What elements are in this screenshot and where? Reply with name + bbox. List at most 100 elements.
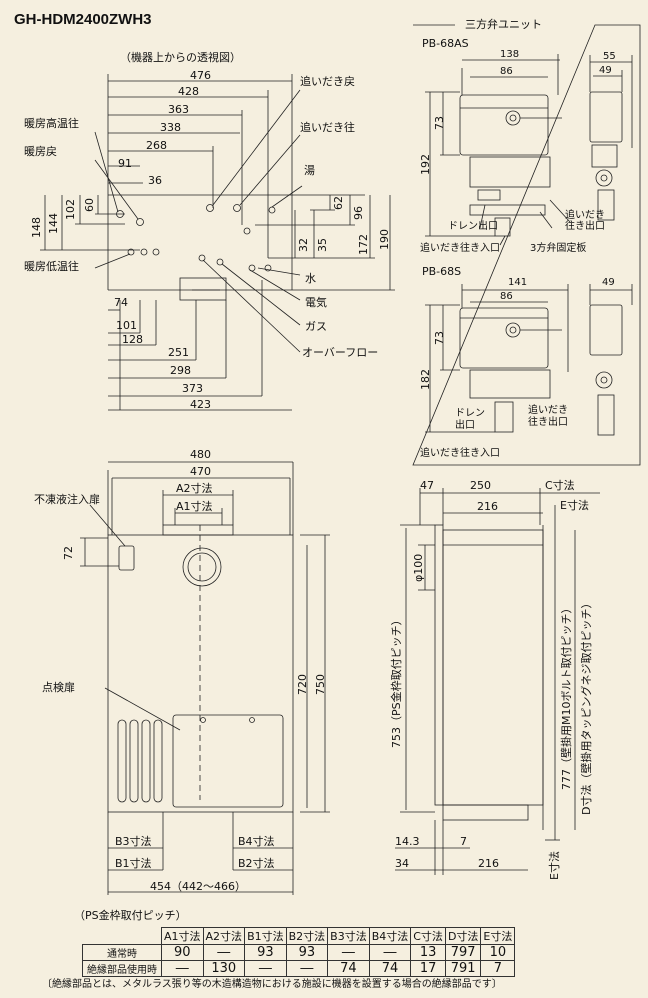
b2-label: B2寸法 <box>238 857 275 870</box>
dim-298: 298 <box>170 364 191 377</box>
table-cell: ― <box>368 944 412 961</box>
label-danbo-kouon: 暖房高温往 <box>24 117 79 130</box>
b4-label: B4寸法 <box>238 835 275 848</box>
dim-423: 423 <box>190 398 211 411</box>
dim-750: 750 <box>314 674 327 695</box>
dim-251: 251 <box>168 346 189 359</box>
label-mizu: 水 <box>305 272 316 285</box>
model-title: GH-HDM2400ZWH3 <box>14 11 152 28</box>
table-row: 通常時 90 ― 93 93 ― ― 13 797 10 <box>82 944 516 961</box>
pb68as-dim-86: 86 <box>500 66 513 77</box>
table-cell: 90 <box>161 944 204 961</box>
c-label: C寸法 <box>545 479 575 492</box>
dim-101: 101 <box>116 319 137 332</box>
dim-190: 190 <box>378 229 391 250</box>
pb68s-dim-86: 86 <box>500 291 513 302</box>
dim-428: 428 <box>178 85 199 98</box>
table-cell: 797 <box>444 944 482 961</box>
dim-470: 470 <box>190 465 211 478</box>
table-cell: ― <box>161 960 204 977</box>
pb68as-name: PB-68AS <box>422 37 469 50</box>
dim-338: 338 <box>160 121 181 134</box>
pb68as-dim-55: 55 <box>603 51 616 62</box>
table-cell: ― <box>202 944 246 961</box>
b1-label: B1寸法 <box>115 857 152 870</box>
pb68as-dim-192: 192 <box>419 154 432 175</box>
table-header-cell: A2寸法 <box>202 927 246 945</box>
a1-label: A1寸法 <box>176 500 213 513</box>
dim-96: 96 <box>352 206 365 220</box>
dim-250: 250 <box>470 479 491 492</box>
pb68s-name: PB-68S <box>422 265 462 278</box>
pb68s-dim-73: 73 <box>433 331 446 345</box>
dim-480: 480 <box>190 448 211 461</box>
table-header-cell: D寸法 <box>444 927 482 945</box>
d-num-label: 777（壁掛用M10ボルト取付ピッチ） <box>560 602 573 790</box>
dim-32: 32 <box>297 238 310 252</box>
table-cell: 93 <box>244 944 287 961</box>
table-caption: （PS金枠取付ピッチ） <box>74 909 187 922</box>
table-cell: 74 <box>368 960 412 977</box>
label-overflow: オーバーフロー <box>302 346 379 359</box>
pb68as-dim-49: 49 <box>599 65 612 76</box>
pb68s-oidaki-out: 追いだき往き出口 <box>528 405 568 428</box>
label-danbo-teion: 暖房低温往 <box>24 260 79 273</box>
dim-454: 454（442～466） <box>150 880 246 893</box>
table-cell: 7 <box>480 960 516 977</box>
dim-91: 91 <box>118 157 132 170</box>
dim-47: 47 <box>420 479 434 492</box>
row-label: 絶縁部品使用時 <box>82 960 162 977</box>
table-cell: 10 <box>480 944 516 961</box>
table-cell: 17 <box>410 960 446 977</box>
table-header-cell: E寸法 <box>480 927 516 945</box>
pb68as-oidaki-in: 追いだき往き入口 <box>420 243 500 254</box>
a2-label: A2寸法 <box>176 482 213 495</box>
table-cell: ― <box>244 960 287 977</box>
tenken-label: 点検扉 <box>42 681 75 694</box>
table-cell: 791 <box>444 960 482 977</box>
dim-35: 35 <box>316 238 329 252</box>
pb68s-drain: ドレン出口 <box>455 408 485 431</box>
table-header-cell: B3寸法 <box>327 927 370 945</box>
table-header-cell: B2寸法 <box>285 927 329 945</box>
pb68as-fix-plate: 3方弁固定板 <box>530 243 587 254</box>
label-yu: 湯 <box>304 164 315 177</box>
label-oidaki-modori: 追いだき戻 <box>300 75 355 88</box>
table-header-cell: B4寸法 <box>368 927 412 945</box>
dim-268: 268 <box>146 139 167 152</box>
d-label: D寸法（壁掛用タッピングネジ取付ピッチ） <box>580 597 593 815</box>
dim-7: 7 <box>460 835 467 848</box>
futou-label: 不凍液注入扉 <box>34 493 100 506</box>
pb68s-dim-182: 182 <box>419 369 432 390</box>
dim-216-bottom: 216 <box>478 857 499 870</box>
dim-128: 128 <box>122 333 143 346</box>
pb68as-dim-73: 73 <box>433 116 446 130</box>
label-oidaki-ou: 追いだき往 <box>300 121 355 134</box>
dim-phi100: φ100 <box>412 553 425 582</box>
row-label: 通常時 <box>82 944 162 961</box>
dim-720: 720 <box>296 674 309 695</box>
label-gas: ガス <box>305 320 327 333</box>
table-header-row: A1寸法 A2寸法 B1寸法 B2寸法 B3寸法 B4寸法 C寸法 D寸法 E寸… <box>83 927 516 945</box>
dim-34: 34 <box>395 857 409 870</box>
table-cell: 74 <box>327 960 370 977</box>
table-header-cell: C寸法 <box>410 927 446 945</box>
pb68s-dim-49: 49 <box>602 277 615 288</box>
dim-216-top: 216 <box>477 500 498 513</box>
dim-148: 148 <box>30 217 43 238</box>
table-cell: 13 <box>410 944 446 961</box>
ps-pitch-label: 753（PS金枠取付ピッチ） <box>390 614 403 748</box>
view-caption: （機器上からの透視図） <box>120 51 241 64</box>
pb68s-oidaki-in: 追いだき往き入口 <box>420 448 500 459</box>
dim-72: 72 <box>62 546 75 560</box>
dimension-table: A1寸法 A2寸法 B1寸法 B2寸法 B3寸法 B4寸法 C寸法 D寸法 E寸… <box>82 927 516 977</box>
dim-14-3: 14.3 <box>395 835 420 848</box>
table-header-cell: B1寸法 <box>244 927 287 945</box>
pb68as-drain: ドレン出口 <box>448 221 498 232</box>
dim-144: 144 <box>47 213 60 234</box>
e-label: E寸法 <box>560 499 589 512</box>
dim-102: 102 <box>64 199 77 220</box>
label-danbo-modori: 暖房戻 <box>24 145 57 158</box>
table-header-cell <box>83 928 162 945</box>
